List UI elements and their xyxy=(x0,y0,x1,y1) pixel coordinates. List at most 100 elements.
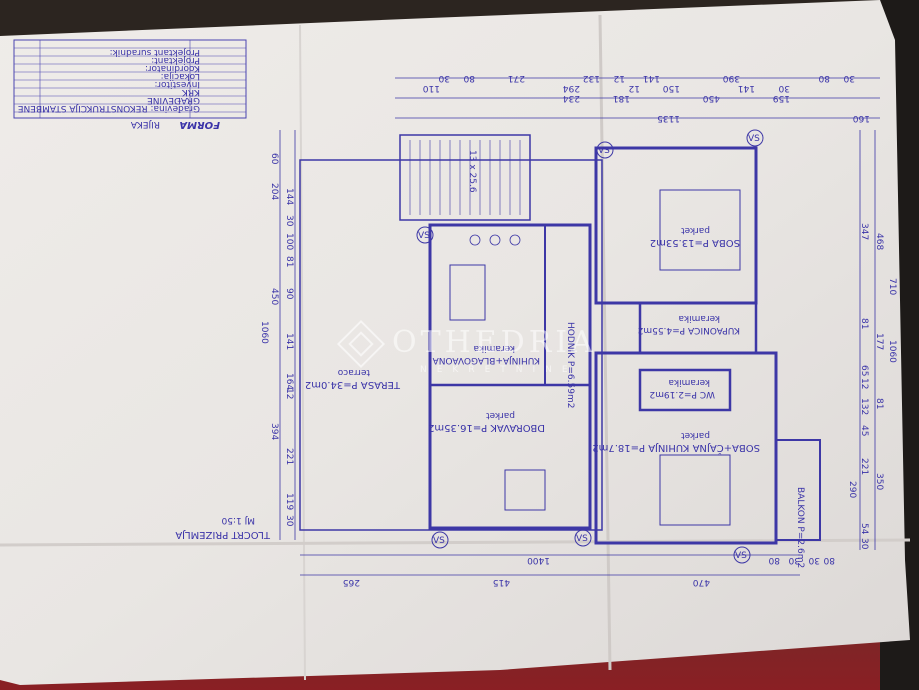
dim-number: 265 xyxy=(343,577,360,587)
vs-tag: VS xyxy=(418,231,430,241)
vs-tag: VS xyxy=(735,551,747,561)
floor-plan xyxy=(279,77,880,576)
dim-number: 468 xyxy=(874,233,884,250)
dim-number: 177 xyxy=(874,333,884,350)
bed xyxy=(659,189,741,271)
dim-number: 132 xyxy=(583,73,600,83)
title-row: Građevina: REKONSTRUKCIJA STAMBENE xyxy=(18,103,200,113)
room-floor: keramika xyxy=(474,343,515,353)
living-wing-walls xyxy=(428,223,592,530)
room-label: BALKON P=2.6m2 xyxy=(795,487,805,568)
dim-number: 415 xyxy=(493,577,510,587)
stairs-outline xyxy=(399,134,531,221)
dim-number: 160 xyxy=(853,113,870,123)
dim-number: 450 xyxy=(269,288,279,305)
dim-number: 80 xyxy=(823,555,835,565)
dim-number: 470 xyxy=(693,577,710,587)
room-floor: parket xyxy=(681,430,710,440)
room-labels: SOBA P=13.53m2 parket KUPAONICA P=4.55m2… xyxy=(305,150,805,568)
dim-number: 45 xyxy=(859,425,869,436)
title-row: Projektant: xyxy=(151,55,200,65)
dim-number: 12 xyxy=(629,83,640,93)
room-floor: keramika xyxy=(669,377,710,387)
dim-number: 221 xyxy=(284,448,294,465)
sheet-title: TLOCRT PRIZEMLJA xyxy=(175,529,271,540)
title-row: GRAĐEVINE xyxy=(147,95,200,105)
vs-tags: VS VS VS VS VS VS xyxy=(416,129,764,564)
dim-number: 80 xyxy=(768,555,780,565)
watermark-sub: NEKRETNINE xyxy=(420,365,578,375)
dim-number: 81 xyxy=(874,398,884,409)
dim-number: 80 xyxy=(463,73,475,83)
terrace-outline xyxy=(299,159,603,531)
dim-number: 119 xyxy=(284,493,294,510)
sofa xyxy=(504,469,546,511)
room-label: TERASA P=34.0m2 xyxy=(305,379,401,390)
dim-number: 65 xyxy=(859,365,869,376)
room-label: SOBA P=13.53m2 xyxy=(650,237,740,248)
dim-number: 12 xyxy=(614,73,625,83)
dim-number: 294 xyxy=(563,83,580,93)
room-floor: parket xyxy=(486,410,515,420)
dimension-numbers-bottom: 265 415 1400 470 30 80 30 80 xyxy=(343,555,835,587)
dim-number: 350 xyxy=(874,473,884,490)
dim-number: 144 xyxy=(284,188,294,205)
dimension-numbers-top: 1135 450 160 234 181 150 390 159 110 294… xyxy=(423,73,870,123)
dim-number: 30 xyxy=(284,515,294,527)
dim-number: 132 xyxy=(859,398,869,415)
dim-number: 1060 xyxy=(259,321,269,344)
dim-number: 181 xyxy=(613,93,630,103)
room-wc-walls xyxy=(638,368,732,412)
vs-tag: VS xyxy=(748,134,760,144)
dim-number: 81 xyxy=(284,256,294,267)
dim-number: 100 xyxy=(284,233,294,250)
dim-number: 234 xyxy=(563,93,580,103)
bed xyxy=(659,454,731,526)
dim-number: 394 xyxy=(269,423,279,440)
fold-line xyxy=(299,24,306,681)
room-label: DBORAVAK P=16.35m2 xyxy=(428,422,545,433)
firm-city: RIJEKA xyxy=(130,119,160,129)
firm-logo: FORMA xyxy=(179,119,220,130)
room-floor: parket xyxy=(681,225,710,235)
dim-number: 204 xyxy=(269,183,279,200)
sheet-scale: MJ 1:50 xyxy=(221,515,255,525)
dim-number: 30 xyxy=(788,555,800,565)
title-row: Projektant suradnik: xyxy=(110,47,200,57)
dim-number: 30 xyxy=(808,555,820,565)
dim-number: 347 xyxy=(859,223,869,240)
title-row: Koordinator: xyxy=(145,63,200,73)
vs-tag: VS xyxy=(433,536,445,546)
stair-treads xyxy=(409,140,521,215)
dim-number: 1400 xyxy=(527,555,550,565)
fold-line xyxy=(598,14,612,671)
room-label: KUPAONICA P=4.55m2 xyxy=(638,325,740,335)
dim-number: 710 xyxy=(887,278,897,295)
room-floor: terraco xyxy=(337,367,370,377)
dimension-numbers-right: 347 468 710 1060 81 177 65 12 132 81 45 … xyxy=(847,223,897,550)
dim-number: 30 xyxy=(859,538,869,550)
dim-number: 30 xyxy=(778,83,790,93)
watermark-text: OTHEDRIA xyxy=(392,325,597,360)
dim-number: 1135 xyxy=(657,113,680,123)
dim-number: 12 xyxy=(284,388,294,399)
dim-number: 271 xyxy=(508,73,525,83)
dim-number: 90 xyxy=(284,288,294,300)
dim-number: 12 xyxy=(859,378,869,389)
balcony-outline xyxy=(775,439,821,541)
dim-number: 81 xyxy=(859,318,869,329)
sheet-title-group: TLOCRT PRIZEMLJA MJ 1:50 xyxy=(175,515,271,540)
dining-table xyxy=(449,264,486,321)
dim-number: 164 xyxy=(284,373,294,390)
dim-number: 141 xyxy=(643,73,660,83)
room-label: SOBA+ČAJNA KUHINJA P=18.7m2 xyxy=(592,442,760,455)
dim-number: 30 xyxy=(438,73,450,83)
vs-tag: VS xyxy=(598,146,610,156)
dim-number: 1060 xyxy=(887,340,897,363)
watermark-logo xyxy=(336,319,386,369)
dim-number: 30 xyxy=(284,215,294,227)
title-row: Lokacija: xyxy=(161,71,200,81)
dim-number: 390 xyxy=(723,73,740,83)
title-row: KRK xyxy=(181,87,200,97)
